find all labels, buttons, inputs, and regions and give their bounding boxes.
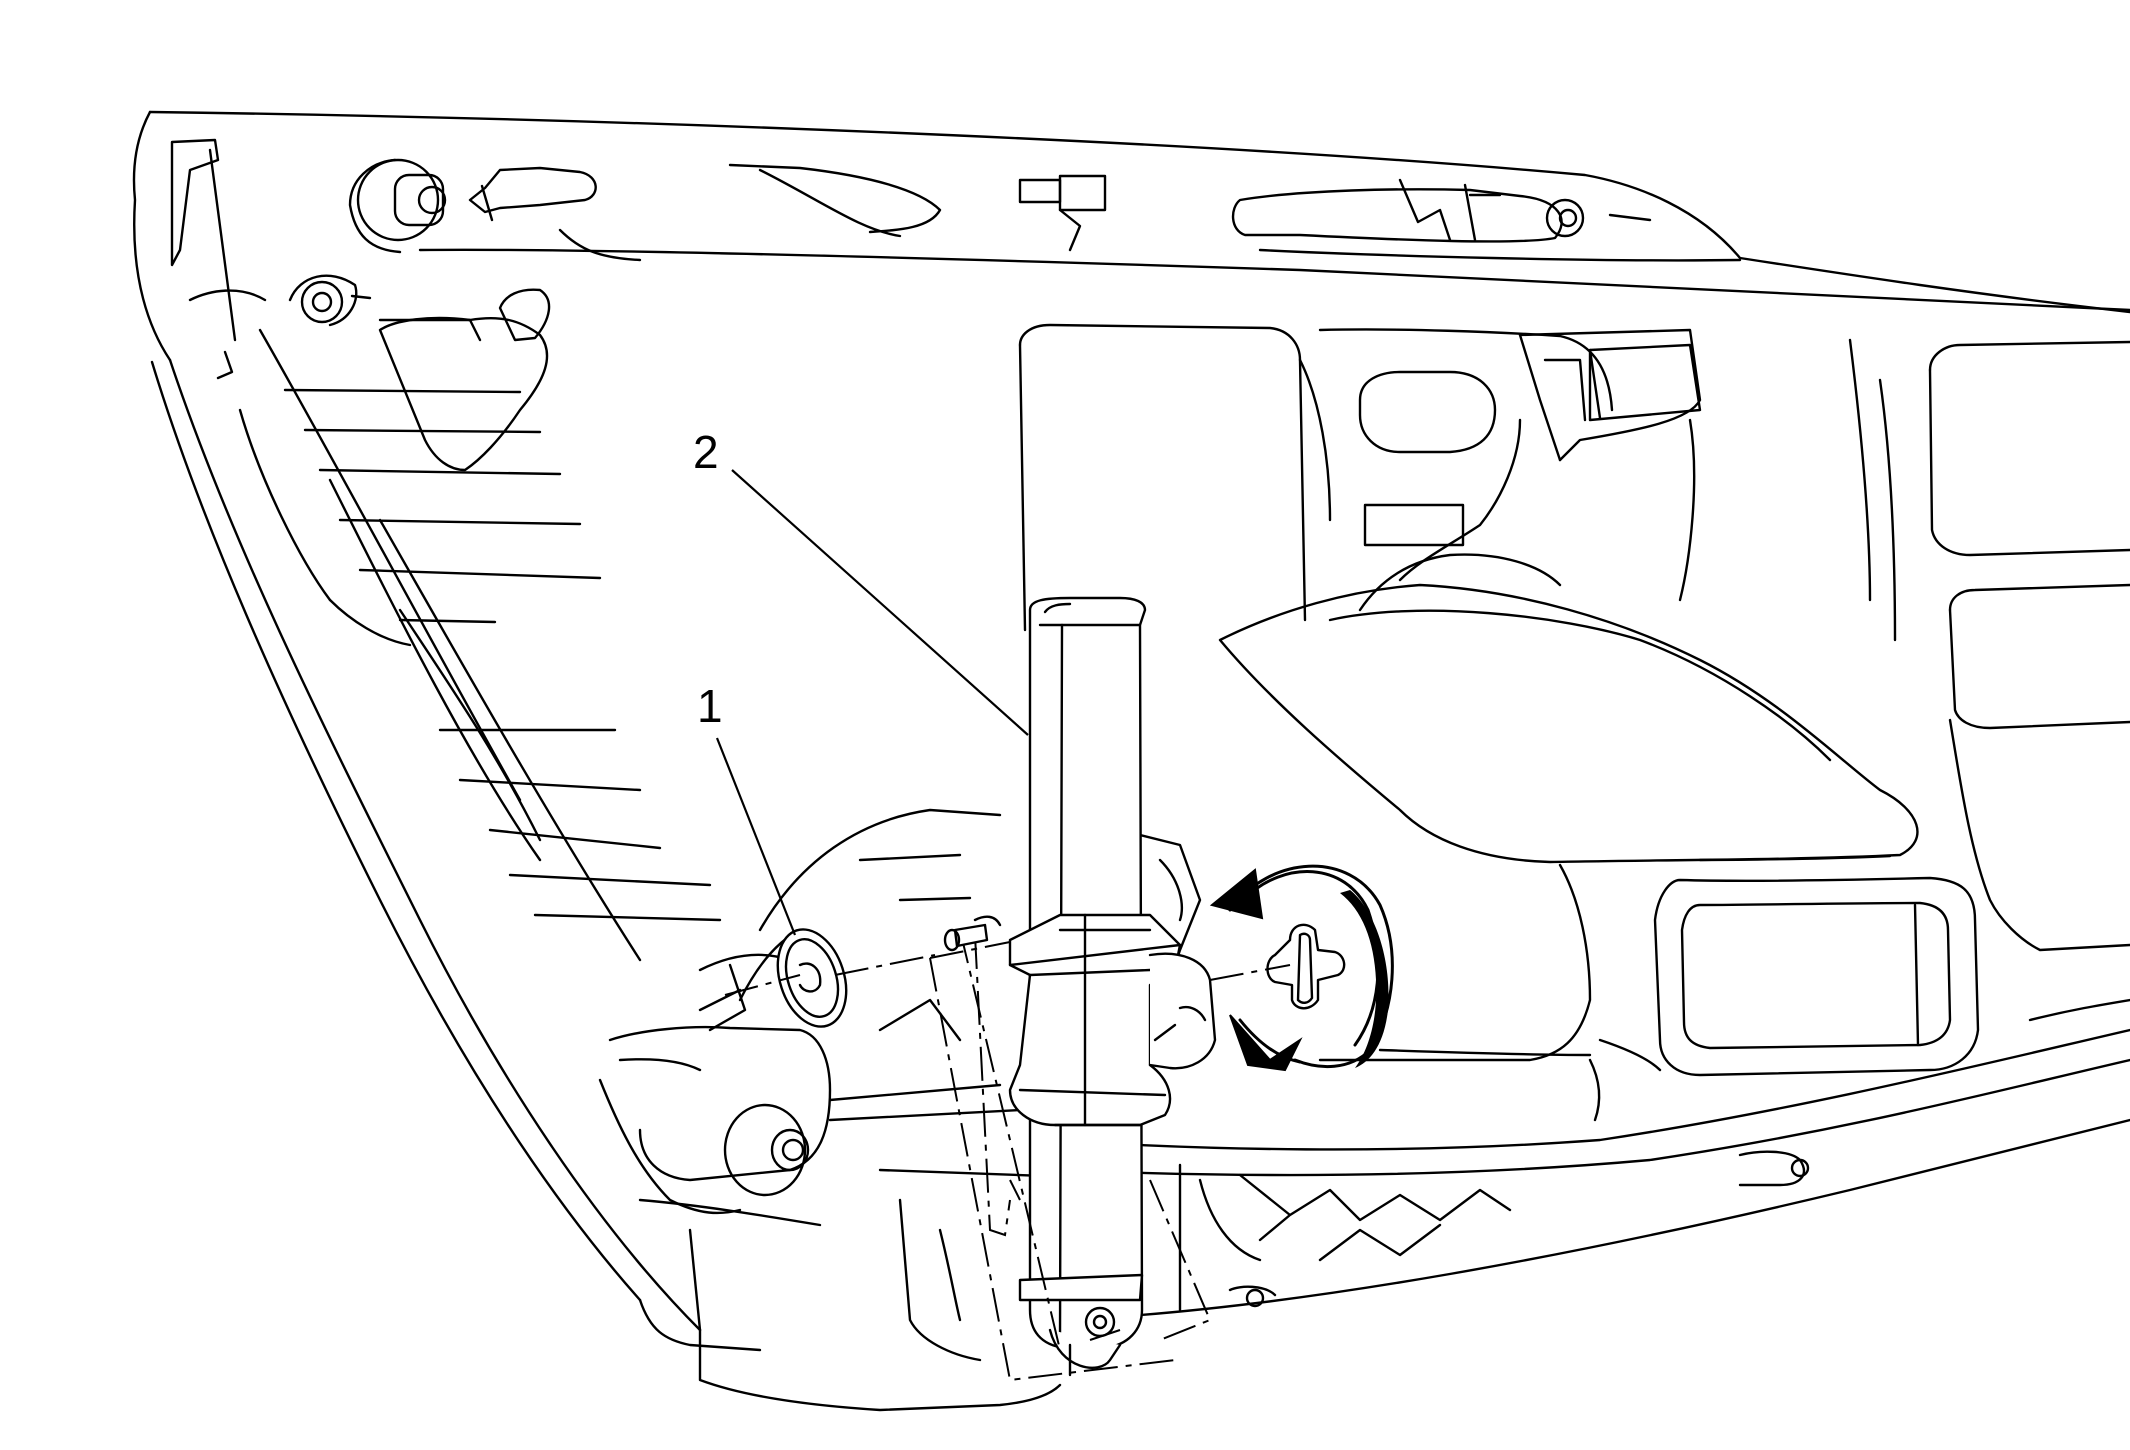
glovebox-body: [1218, 553, 2130, 1122]
push-pin-fastener: [724, 915, 1002, 1028]
twist-retainer: [1209, 923, 1346, 1010]
callout-1: 1: [697, 680, 797, 936]
callout-2: 2: [693, 426, 1029, 736]
lower-frame: [1048, 1028, 2130, 1322]
retaining-tool: [1008, 596, 1217, 1377]
right-vents: [1848, 338, 2130, 730]
exploded-view-guides: [929, 929, 1212, 1382]
clockwise-rotation-arrow-icon: [1209, 864, 1394, 1072]
lower-left-bracket: [598, 1025, 1102, 1362]
left-ribbed-wall: [283, 318, 722, 962]
callout-2-leader: [731, 469, 1029, 736]
upper-duct-region: [378, 288, 1702, 632]
top-ridge-details: [356, 158, 1742, 262]
callout-1-label: 1: [697, 680, 723, 732]
callout-2-label: 2: [693, 426, 719, 478]
callout-1-leader: [715, 737, 797, 936]
panel-outer-shell: [132, 110, 2130, 1412]
